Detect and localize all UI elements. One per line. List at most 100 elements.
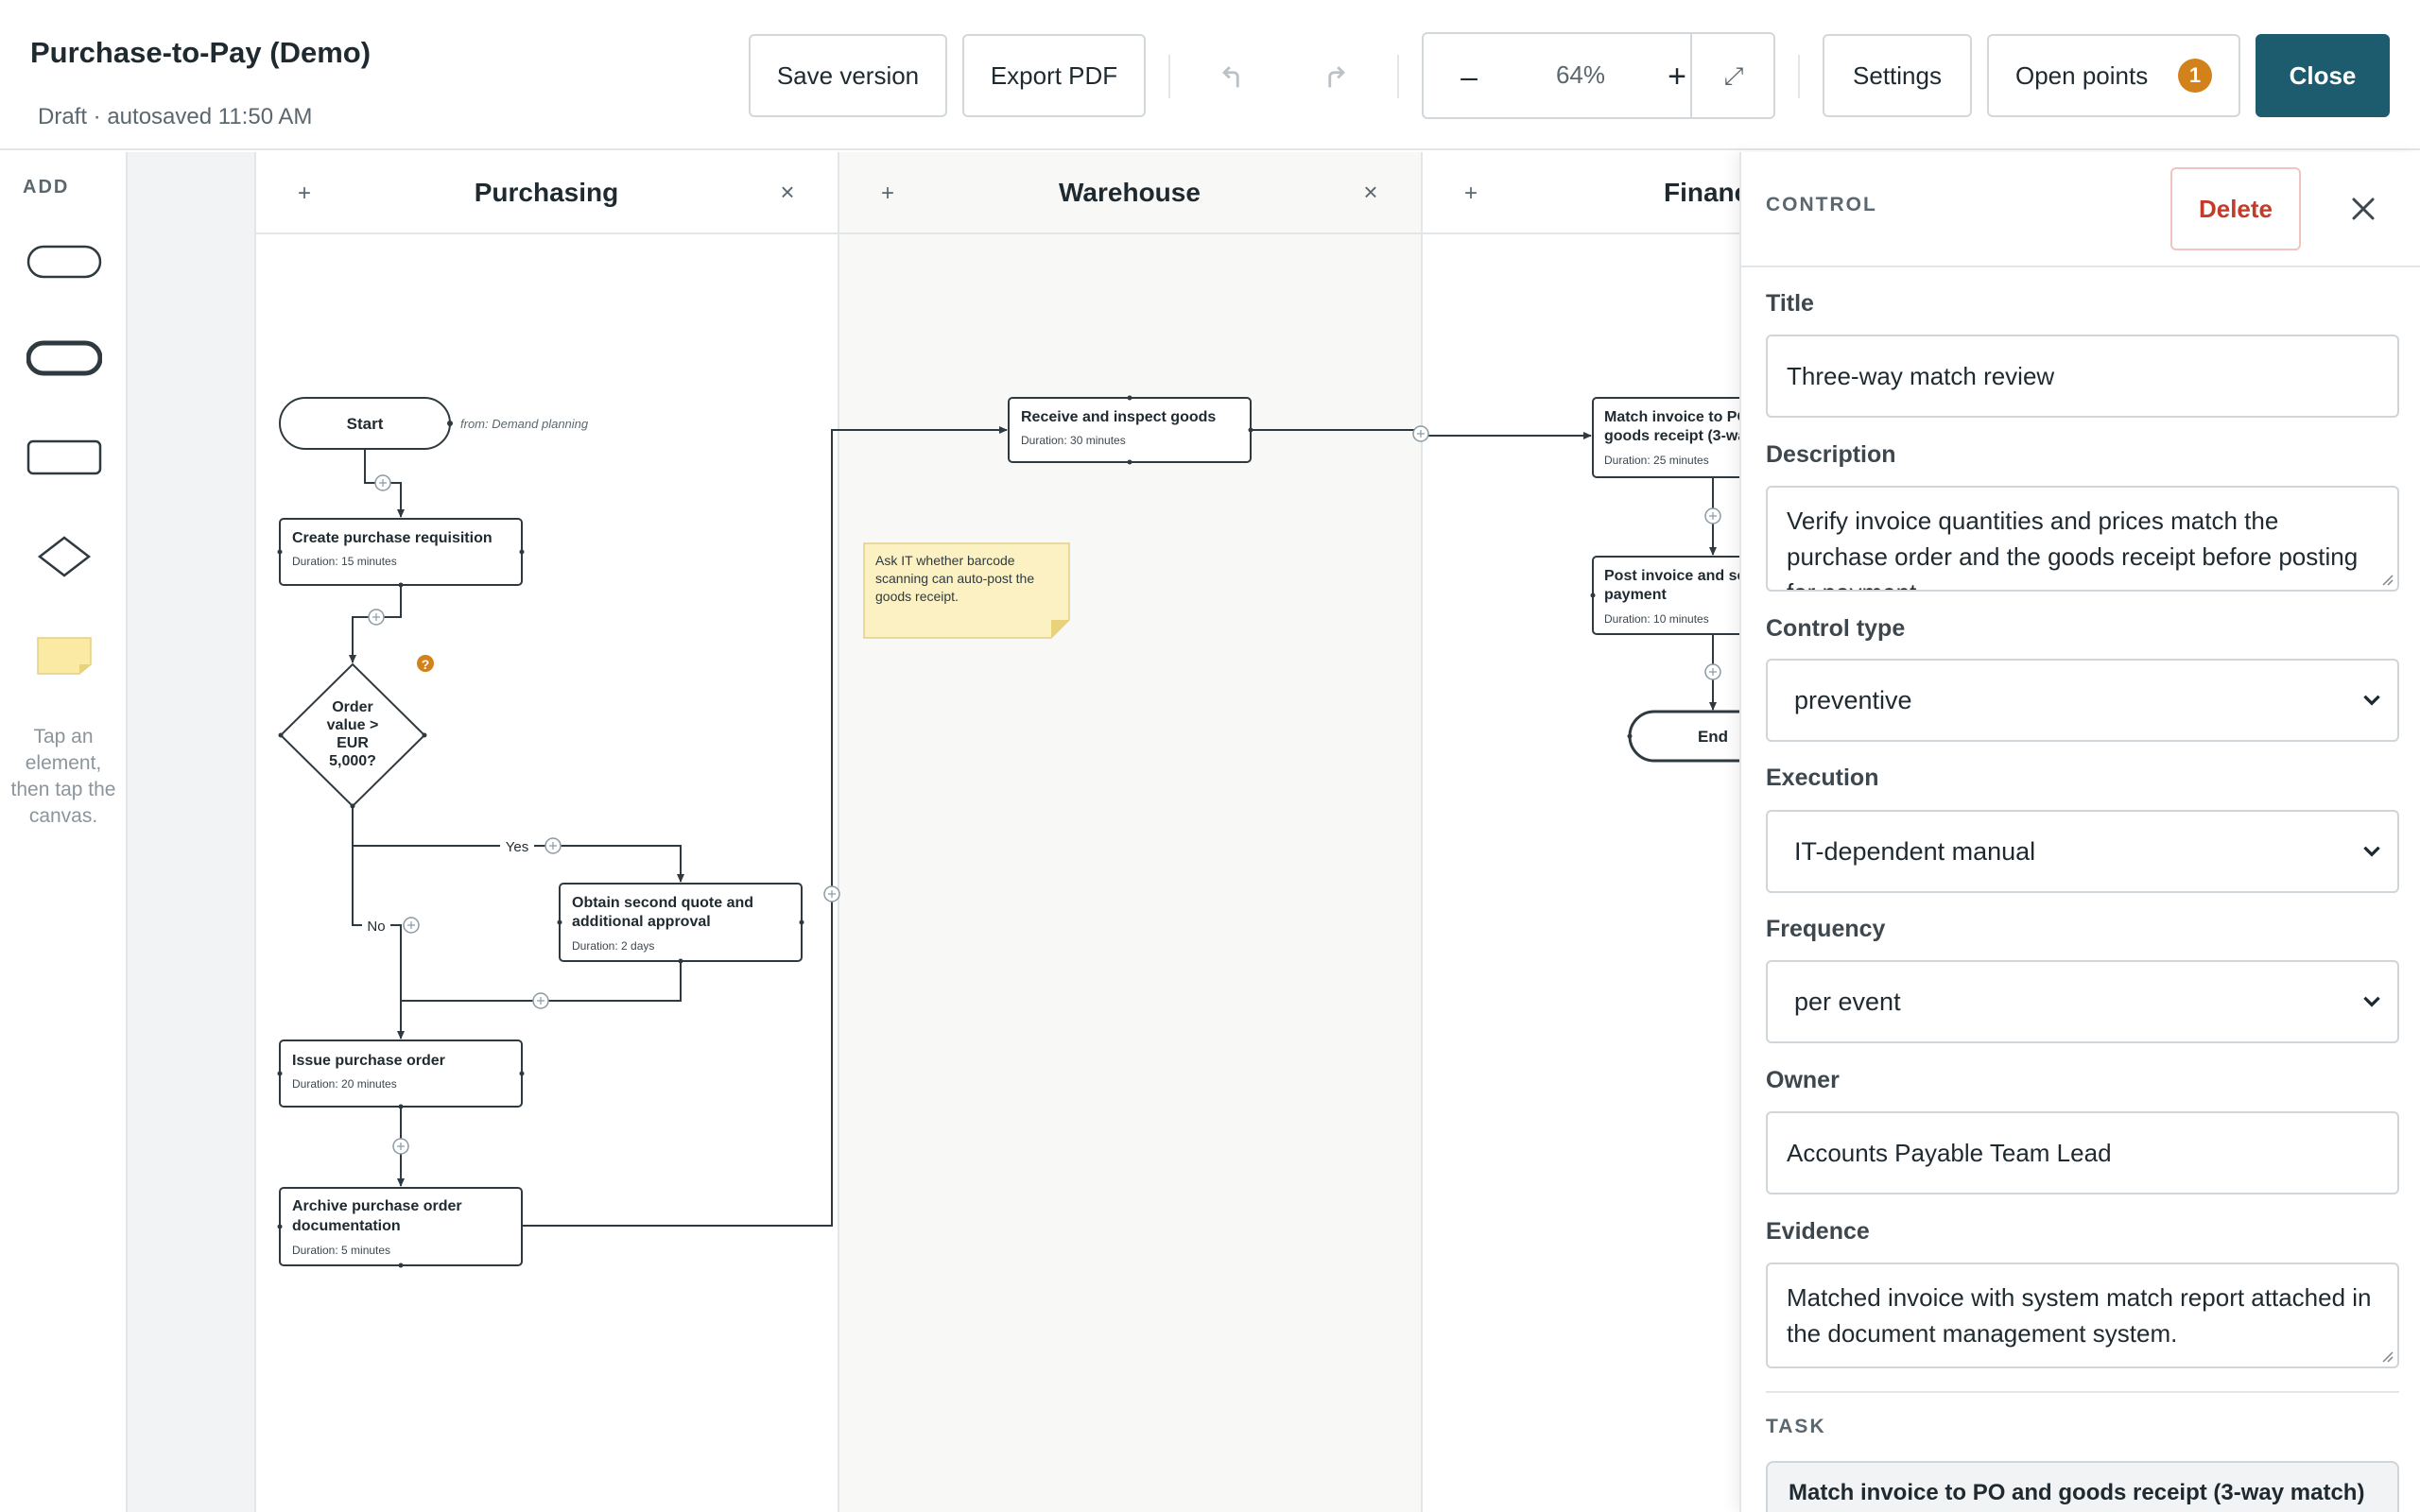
open-points-label: Open points bbox=[2015, 60, 2149, 90]
lane-title-purchasing[interactable]: Purchasing bbox=[475, 178, 618, 207]
diagram-svg[interactable]: + Purchasing × + Warehouse × + Finance bbox=[128, 152, 1739, 1512]
description-field[interactable]: Verify invoice quantities and prices mat… bbox=[1766, 486, 2399, 592]
panel-kicker: CONTROL bbox=[1766, 194, 1877, 215]
description-text: Verify invoice quantities and prices mat… bbox=[1787, 507, 2359, 590]
zoom-control: – 64% + ⤢ bbox=[1422, 32, 1775, 119]
zoom-in-button[interactable]: + bbox=[1668, 58, 1686, 94]
svg-text:Duration: 30 minutes: Duration: 30 minutes bbox=[1021, 434, 1126, 447]
lane-remove-purchasing[interactable]: × bbox=[780, 178, 794, 206]
task-receive-inspect-goods[interactable]: Receive and inspect goods Duration: 30 m… bbox=[1008, 397, 1252, 463]
task-create-purchase-requisition[interactable]: Create purchase requisition Duration: 15… bbox=[279, 518, 523, 586]
frequency-value: per event bbox=[1794, 987, 1901, 1016]
svg-text:Duration: 20 minutes: Duration: 20 minutes bbox=[292, 1077, 397, 1091]
process-canvas[interactable]: + Purchasing × + Warehouse × + Finance bbox=[128, 152, 1739, 1512]
title-label: Title bbox=[1766, 290, 1814, 317]
lane-remove-warehouse[interactable]: × bbox=[1363, 178, 1377, 206]
decision-yes-label: Yes bbox=[506, 839, 528, 855]
svg-text:documentation: documentation bbox=[292, 1218, 401, 1234]
panel-section-divider bbox=[1766, 1391, 2399, 1393]
panel-header-divider bbox=[1741, 266, 2420, 267]
settings-button[interactable]: Settings bbox=[1823, 34, 1972, 117]
redo-icon[interactable] bbox=[1310, 53, 1357, 100]
svg-text:payment: payment bbox=[1604, 587, 1667, 603]
properties-panel: CONTROL Delete Title Description Verify … bbox=[1739, 152, 2420, 1512]
task-duration: Duration: 15 minutes bbox=[292, 555, 397, 568]
linked-task-card[interactable]: Match invoice to PO and goods receipt (3… bbox=[1766, 1461, 2399, 1512]
start-event[interactable]: Start bbox=[279, 397, 453, 450]
decision-shape-icon[interactable] bbox=[26, 534, 102, 579]
svg-text:goods receipt (3-way: goods receipt (3-way bbox=[1604, 428, 1739, 444]
open-points-badge: 1 bbox=[2178, 59, 2212, 93]
open-point-marker-icon[interactable]: ? bbox=[417, 655, 434, 672]
resize-handle-icon[interactable] bbox=[2378, 571, 2394, 586]
task-post-invoice[interactable]: Post invoice and schedule payment Durati… bbox=[1592, 556, 1739, 635]
subprocess-shape-icon[interactable] bbox=[26, 339, 102, 377]
evidence-text: Matched invoice with system match report… bbox=[1787, 1283, 2372, 1348]
toolbar-divider bbox=[1397, 55, 1399, 98]
chevron-down-icon bbox=[2363, 996, 2380, 1007]
autosave-status: Draft · autosaved 11:50 AM bbox=[38, 104, 313, 129]
task-section-kicker: TASK bbox=[1766, 1416, 1826, 1437]
page-title: Purchase-to-Pay (Demo) bbox=[30, 36, 372, 69]
task-title: Create purchase requisition bbox=[292, 530, 493, 546]
task-shape-icon[interactable] bbox=[26, 438, 102, 475]
frequency-select[interactable]: per event bbox=[1766, 960, 2399, 1043]
decision-no-label: No bbox=[367, 919, 385, 935]
control-type-select[interactable]: preventive bbox=[1766, 659, 2399, 742]
frequency-label: Frequency bbox=[1766, 916, 1886, 942]
svg-text:Order: Order bbox=[332, 699, 373, 715]
top-bar: Purchase-to-Pay (Demo) Draft · autosaved… bbox=[0, 0, 2420, 150]
decision-order-value[interactable]: Order value > EUR 5,000? bbox=[279, 662, 426, 808]
evidence-field[interactable]: Matched invoice with system match report… bbox=[1766, 1263, 2399, 1368]
lane-title-finance[interactable]: Finance bbox=[1664, 178, 1739, 207]
svg-text:Duration: 25 minutes: Duration: 25 minutes bbox=[1604, 454, 1709, 467]
owner-label: Owner bbox=[1766, 1067, 1840, 1093]
resize-handle-icon[interactable] bbox=[2378, 1348, 2394, 1363]
zoom-out-button[interactable]: – bbox=[1461, 59, 1478, 94]
undo-icon[interactable] bbox=[1210, 53, 1257, 100]
sticky-note[interactable]: Ask IT whether barcode scanning can auto… bbox=[863, 542, 1070, 639]
flow-archive-to-receive[interactable] bbox=[522, 426, 1008, 1227]
start-source-label: from: Demand planning bbox=[460, 417, 589, 431]
open-points-button[interactable]: Open points 1 bbox=[1987, 34, 2240, 117]
lane-add-purchasing[interactable]: + bbox=[298, 180, 311, 206]
lane-finance bbox=[1422, 152, 1739, 1512]
note-shape-icon[interactable] bbox=[26, 634, 102, 678]
delete-button[interactable]: Delete bbox=[2170, 167, 2301, 250]
control-type-label: Control type bbox=[1766, 615, 1906, 642]
export-pdf-button[interactable]: Export PDF bbox=[962, 34, 1146, 117]
task-issue-purchase-order[interactable]: Issue purchase order Duration: 20 minute… bbox=[279, 1040, 523, 1108]
svg-text:Ask IT whether barcode: Ask IT whether barcode bbox=[875, 553, 1015, 568]
svg-text:scanning can auto-post the: scanning can auto-post the bbox=[875, 571, 1034, 586]
task-match-invoice[interactable]: Match invoice to PO and goods receipt (3… bbox=[1592, 397, 1739, 478]
svg-text:Match invoice to PO and: Match invoice to PO and bbox=[1604, 409, 1739, 425]
execution-select[interactable]: IT-dependent manual bbox=[1766, 810, 2399, 893]
svg-text:Duration: 10 minutes: Duration: 10 minutes bbox=[1604, 612, 1709, 626]
lane-add-finance[interactable]: + bbox=[1464, 180, 1478, 206]
task-obtain-second-quote[interactable]: Obtain second quote and additional appro… bbox=[559, 883, 803, 962]
owner-field[interactable] bbox=[1766, 1111, 2399, 1194]
execution-label: Execution bbox=[1766, 765, 1879, 791]
linked-task-title: Match invoice to PO and goods receipt (3… bbox=[1789, 1480, 2365, 1505]
task-archive-purchase-order[interactable]: Archive purchase order documentation Dur… bbox=[279, 1187, 523, 1266]
flow-second-quote-to-po[interactable] bbox=[401, 961, 682, 1002]
svg-text:Duration: 2 days: Duration: 2 days bbox=[572, 939, 654, 953]
description-label: Description bbox=[1766, 441, 1896, 468]
lane-purchasing bbox=[255, 152, 838, 1512]
control-type-value: preventive bbox=[1794, 685, 1912, 714]
svg-text:Receive and inspect goods: Receive and inspect goods bbox=[1021, 409, 1216, 425]
title-field[interactable] bbox=[1766, 335, 2399, 418]
lane-add-warehouse[interactable]: + bbox=[881, 180, 894, 206]
lane-title-warehouse[interactable]: Warehouse bbox=[1059, 178, 1201, 207]
save-version-button[interactable]: Save version bbox=[749, 34, 947, 117]
zoom-level: 64% bbox=[1555, 60, 1606, 89]
close-button[interactable]: Close bbox=[2256, 34, 2390, 117]
svg-text:goods receipt.: goods receipt. bbox=[875, 589, 959, 604]
svg-text:Post invoice and schedule: Post invoice and schedule bbox=[1604, 568, 1739, 584]
start-end-shape-icon[interactable] bbox=[26, 243, 102, 281]
end-event[interactable]: End bbox=[1628, 710, 1739, 763]
close-icon[interactable] bbox=[2337, 182, 2390, 235]
fit-to-screen-icon[interactable]: ⤢ bbox=[1723, 61, 1744, 90]
svg-text:additional approval: additional approval bbox=[572, 914, 711, 930]
palette-title: ADD bbox=[23, 177, 70, 198]
